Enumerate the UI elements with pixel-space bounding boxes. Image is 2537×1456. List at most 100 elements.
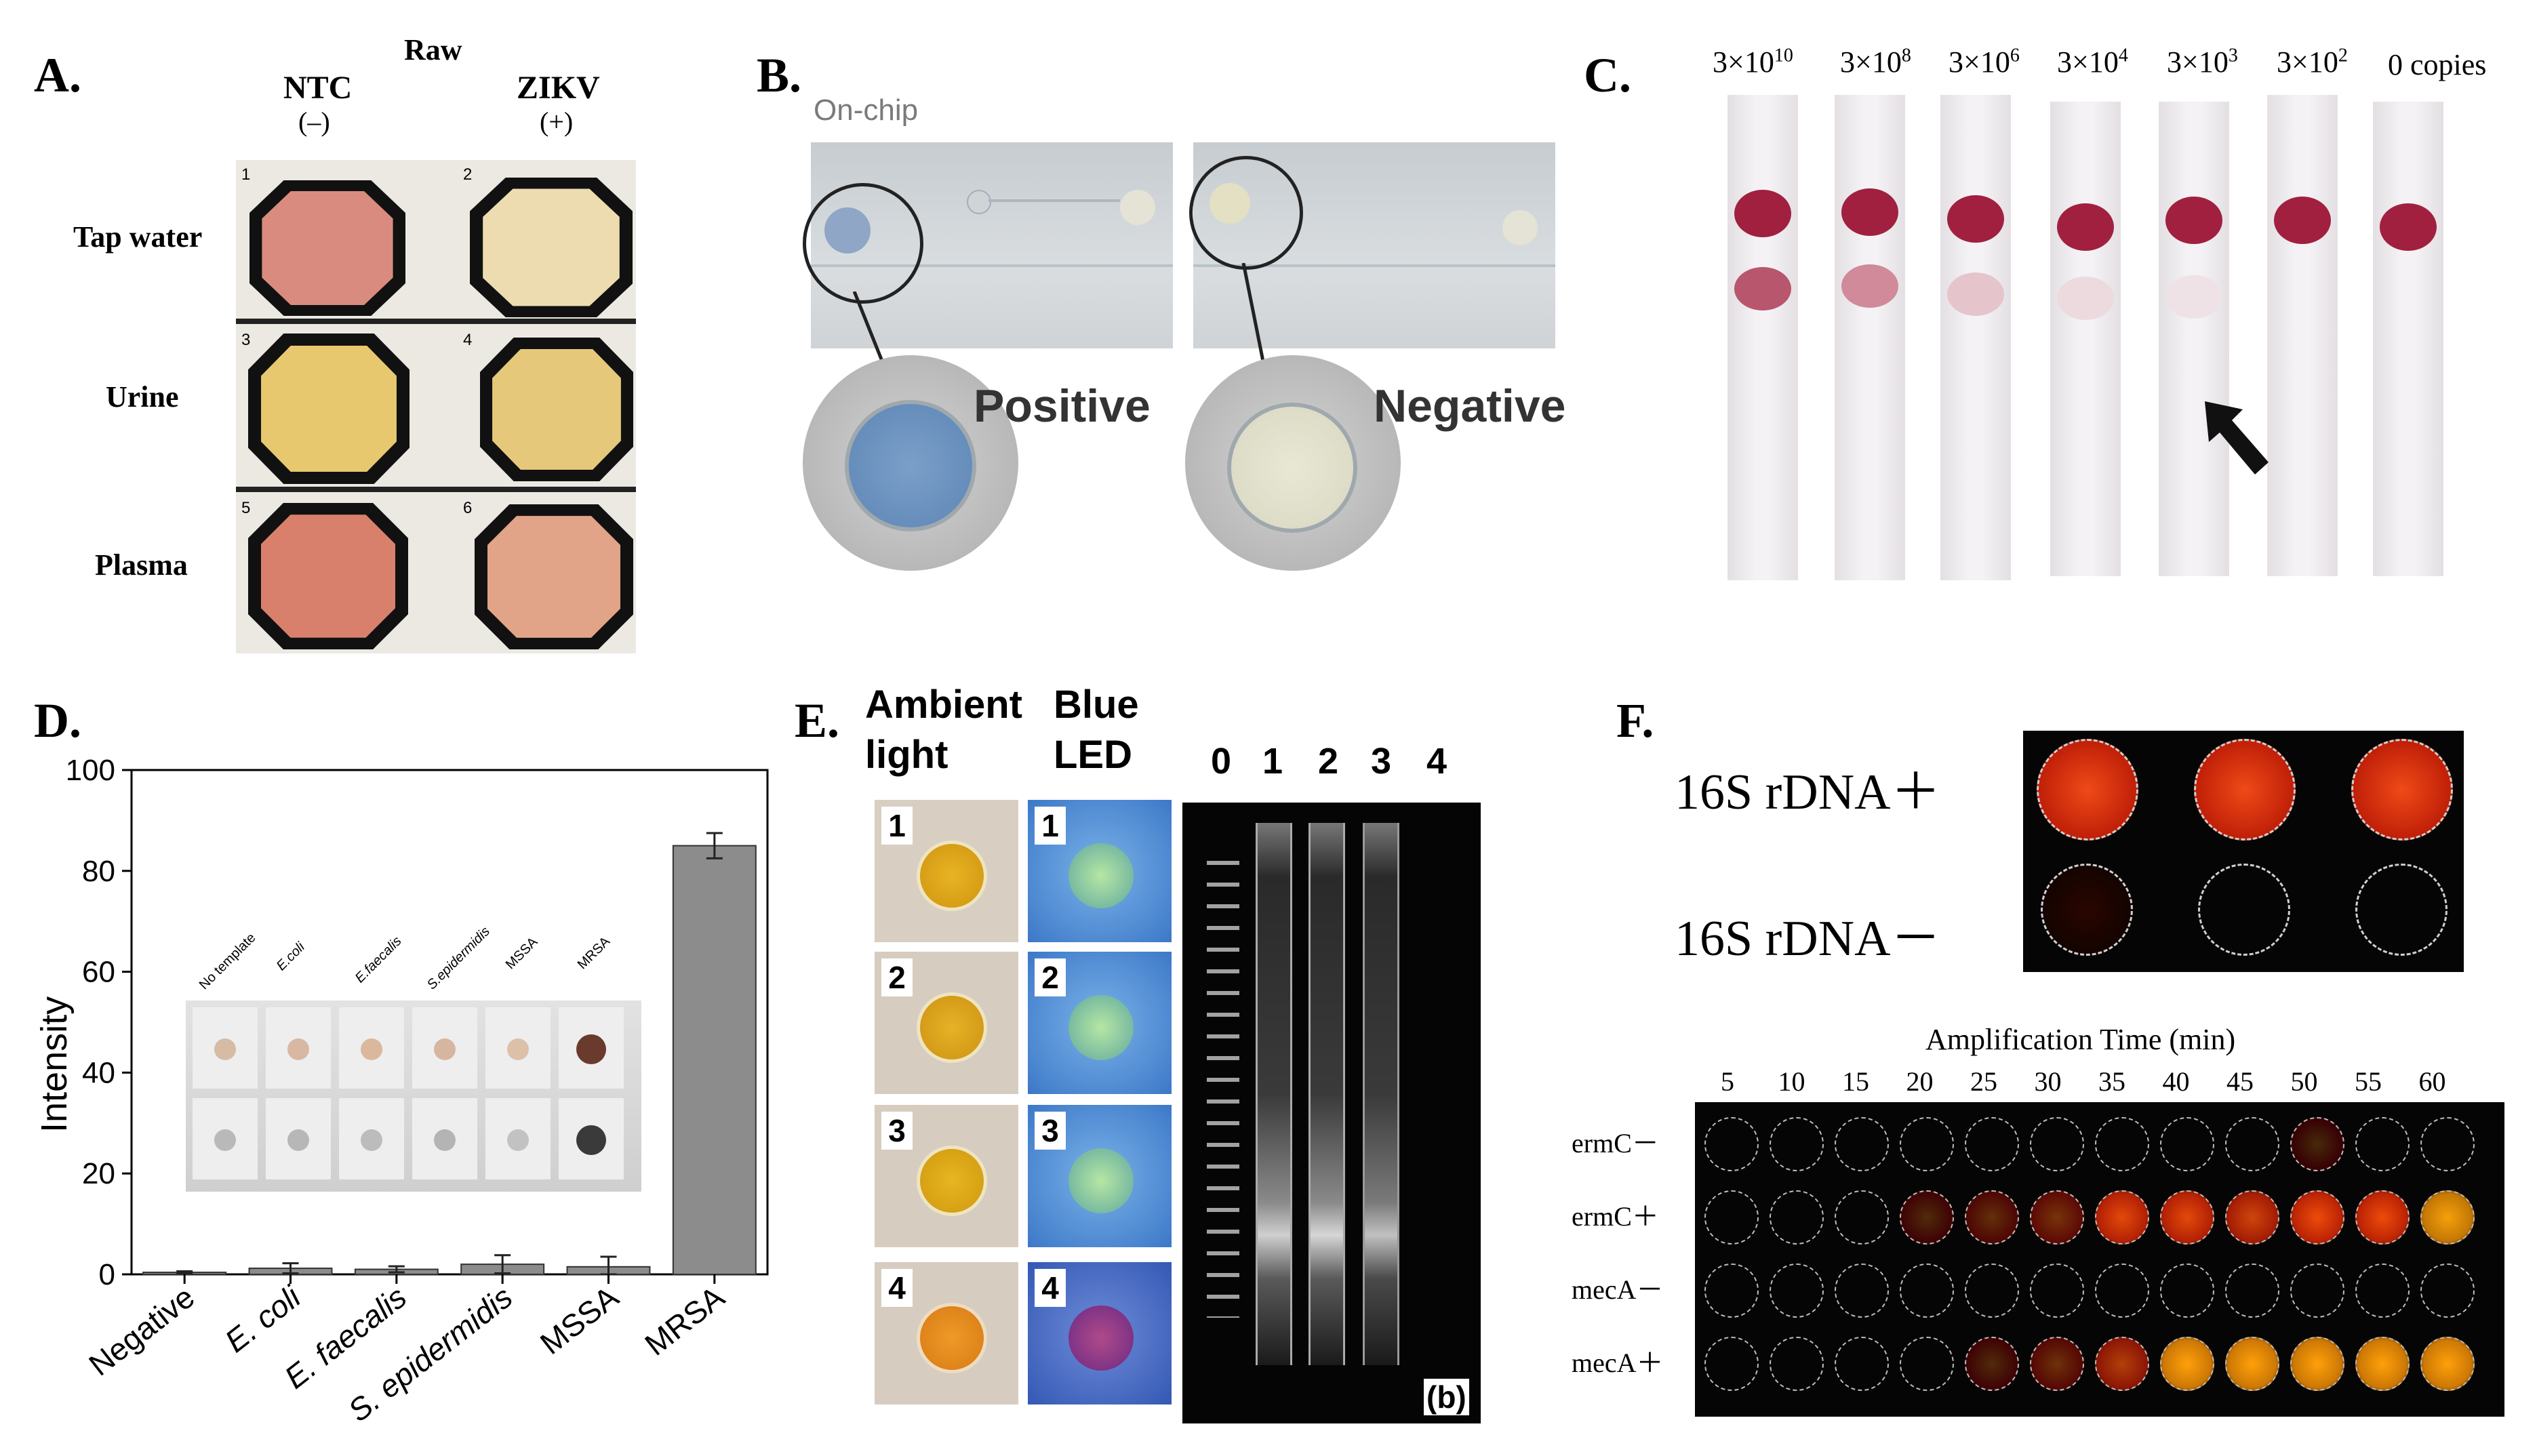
strip-label-4: 3×104 — [2057, 45, 2128, 79]
amplification-time-title: Amplification Time (min) — [1925, 1023, 2236, 1056]
y-tick-label: 40 — [82, 1056, 115, 1089]
plot-frame — [130, 769, 769, 1276]
test-line — [2165, 275, 2222, 319]
test-line — [1841, 264, 1898, 308]
panel-b-onchip-label: On-chip — [814, 94, 919, 127]
amplification-well — [1835, 1263, 1889, 1318]
well-16s-pos — [2194, 739, 2296, 841]
gel-lane-label: 0 — [1211, 741, 1232, 782]
panel-a-divider — [236, 319, 636, 324]
pad-urine-ntc — [248, 333, 409, 484]
amplification-well — [2290, 1117, 2344, 1171]
pad-plasma-zikv — [475, 504, 633, 649]
panel-d-inset-photo — [186, 1000, 641, 1192]
well-number: 6 — [463, 499, 473, 517]
amplification-well — [2420, 1337, 2475, 1391]
amplification-well — [2225, 1190, 2279, 1245]
led-sample-1: 1 — [1028, 800, 1172, 942]
zoom-circle-negative — [1185, 355, 1401, 571]
amplification-well — [1900, 1117, 1954, 1171]
y-tick-label: 100 — [66, 754, 115, 787]
inset-spot — [361, 1038, 382, 1060]
control-line — [2274, 197, 2331, 244]
amplification-well — [1770, 1337, 1824, 1391]
amplification-well — [2095, 1337, 2149, 1391]
amplification-well — [2290, 1337, 2344, 1391]
panel-e-led-label: LED — [1054, 733, 1132, 777]
amplification-well — [1835, 1117, 1889, 1171]
inset-spot — [287, 1129, 309, 1151]
gel-lane — [1309, 823, 1345, 1365]
amplification-well — [1704, 1263, 1759, 1318]
y-tick-label: 60 — [82, 956, 115, 989]
control-line — [1841, 188, 1898, 236]
panel-b-positive-label: Positive — [974, 380, 1151, 432]
amplification-well — [2420, 1117, 2475, 1171]
gel-lane-label: 1 — [1262, 741, 1283, 782]
amplification-well — [2030, 1190, 2084, 1245]
time-label: 45 — [2226, 1066, 2254, 1097]
amplification-well — [2095, 1190, 2149, 1245]
time-label: 30 — [2034, 1066, 2062, 1097]
ambient-sample-2: 2 — [875, 952, 1018, 1094]
panel-a-ntc-sign: (–) — [298, 106, 330, 137]
time-label: 55 — [2355, 1066, 2382, 1097]
led-sample-4: 4 — [1028, 1262, 1172, 1404]
amplification-well — [1770, 1117, 1824, 1171]
panel-b-negative-label: Negative — [1374, 380, 1566, 432]
amplification-well — [2290, 1190, 2344, 1245]
amplification-well — [2160, 1117, 2214, 1171]
gel-lane-label: 4 — [1426, 741, 1447, 782]
amp-row-label: ermC－ — [1572, 1128, 1659, 1158]
control-line — [2057, 203, 2114, 251]
well-16s-neg — [2355, 864, 2448, 956]
strip-label-3: 3×106 — [1949, 45, 2020, 79]
panel-e-blue-label: Blue — [1054, 683, 1139, 727]
panel-e-letter: E. — [795, 693, 840, 748]
x-tick-label: E. coli — [218, 1278, 308, 1359]
amplification-well — [2030, 1337, 2084, 1391]
negative-spot — [1227, 403, 1357, 533]
amplification-well — [2160, 1263, 2214, 1318]
gel-lane — [1363, 823, 1399, 1365]
amplification-well — [2420, 1263, 2475, 1318]
amplification-well — [1965, 1337, 2019, 1391]
test-line — [1947, 272, 2004, 316]
lateral-flow-strip — [1835, 95, 1905, 580]
well-16s-neg — [2198, 864, 2290, 956]
bar — [672, 845, 757, 1275]
control-line — [2380, 203, 2437, 251]
well-number: 4 — [463, 331, 473, 349]
inset-spot — [507, 1129, 529, 1151]
positive-spot — [845, 400, 976, 531]
strip-label-5: 3×103 — [2167, 45, 2238, 79]
amplification-well — [1835, 1337, 1889, 1391]
panel-a-zikv-label: ZIKV — [517, 70, 600, 106]
time-label: 60 — [2418, 1066, 2446, 1097]
inset-spot — [361, 1129, 382, 1151]
lateral-flow-strip — [2050, 102, 2121, 576]
control-line — [2165, 197, 2222, 244]
amplification-well — [1965, 1190, 2019, 1245]
inset-spot — [507, 1038, 529, 1060]
amplification-well — [2160, 1337, 2214, 1391]
panel-b-letter: B. — [757, 48, 802, 102]
inset-spot — [576, 1125, 606, 1155]
strip-label-2: 3×108 — [1840, 45, 1911, 79]
inset-spot — [287, 1038, 309, 1060]
amplification-well — [1770, 1190, 1824, 1245]
panel-e-light-label: light — [865, 733, 948, 777]
panel-f-16s-positive-label: 16S rDNA＋ — [1675, 765, 1941, 820]
amplification-well — [1835, 1190, 1889, 1245]
amp-row-label: mecA＋ — [1572, 1348, 1664, 1378]
zoom-ring-positive — [803, 183, 923, 304]
amp-row-label: mecA－ — [1572, 1274, 1664, 1305]
x-tick-label: MSSA — [534, 1279, 625, 1361]
control-line — [1734, 190, 1791, 237]
ambient-sample-3: 3 — [875, 1105, 1018, 1247]
well-number: 2 — [463, 165, 473, 184]
pad-tapwater-zikv — [470, 178, 633, 317]
panel-a-row-tapwater: Tap water — [73, 220, 203, 254]
panel-c-letter: C. — [1584, 48, 1631, 102]
